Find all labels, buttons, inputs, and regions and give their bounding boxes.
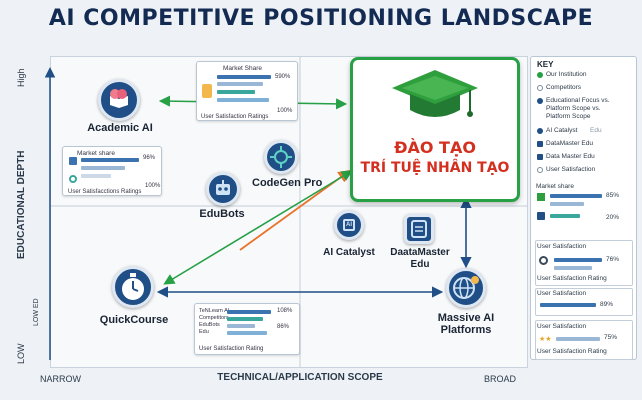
card-left-footer: User Satisfacctions Ratings xyxy=(68,189,142,195)
key-ms-v2: 20% xyxy=(606,214,620,221)
card-market-share-top: Market Share 590% 100% User Satisfaction… xyxy=(196,61,298,121)
node-ai-catalyst: AI Catalyst xyxy=(323,247,375,258)
key-item-datamaster: DataMaster Edu xyxy=(546,140,593,147)
ai-chip-icon: AI xyxy=(334,210,364,240)
card-bottom-value1: 108% xyxy=(277,308,293,314)
card-bottom-row3: EduBots xyxy=(199,322,220,328)
key-title: KEY xyxy=(537,60,554,69)
key-item-user-satisfaction: User Satisfaction xyxy=(546,166,596,173)
node-edubots: EduBots xyxy=(199,208,245,220)
key-us1-footer: User Satisfaction Rating xyxy=(537,275,607,282)
database-icon xyxy=(404,214,434,244)
node-codegen-pro: CodeGen Pro xyxy=(252,177,323,189)
card-satisfaction-bottom: TeNLearn AI Competitors EduBots Edu 108%… xyxy=(194,303,300,355)
card-bottom-row2: Competitors xyxy=(199,315,229,321)
chart-icon xyxy=(69,157,77,165)
key-us3-stars-icon: ★★ xyxy=(539,336,552,343)
key-item-our-institution: Our Institution xyxy=(546,71,587,78)
node-massive-line2: Platforms xyxy=(440,324,492,336)
card-bottom-row1: TeNLearn AI xyxy=(199,308,230,314)
node-dataamaster-line2: Edu xyxy=(410,259,430,270)
key-us1-v: 76% xyxy=(606,256,620,263)
key-ms-title: Market share xyxy=(536,183,574,190)
key-us3-footer: User Satisfaction Rating xyxy=(537,348,607,355)
x-axis-narrow: NARROW xyxy=(40,374,81,384)
arrow-quick-hero xyxy=(163,170,353,285)
key-item-ai-catalyst-sub: Edu xyxy=(590,127,602,134)
key-item-data-master: Data Master Edu xyxy=(546,153,595,160)
node-quickcourse: QuickCourse xyxy=(99,314,169,326)
card-left-value2: 100% xyxy=(145,183,161,189)
robot-icon xyxy=(206,172,240,206)
key-ms-cap-icon xyxy=(537,193,545,201)
key-ms-chart-icon xyxy=(537,212,545,220)
card-bottom-footer: User Satisfaction Rating xyxy=(199,346,264,352)
node-academic-ai: Academic AI xyxy=(87,122,153,134)
key-ms-v1: 85% xyxy=(606,192,620,199)
page-title: AI COMPETITIVE POSITIONING LANDSCAPE xyxy=(48,6,594,31)
circuit-icon xyxy=(264,140,298,174)
key-item-focus-a: Educational Focus vs. xyxy=(546,97,610,104)
brain-book-icon xyxy=(98,79,140,121)
card-left-title: Market share xyxy=(77,150,115,157)
key-us3-v: 75% xyxy=(604,334,618,341)
key-us2-card xyxy=(535,288,633,316)
key-us1-card xyxy=(535,240,633,286)
card-bottom-value2: 86% xyxy=(277,324,290,330)
our-institution-card: ĐÀO TẠO TRÍ TUỆ NHÂN TẠO xyxy=(350,57,520,202)
card-top-value2: 100% xyxy=(277,108,293,114)
key-item-ai-catalyst: AI Catalyst xyxy=(546,127,578,134)
globe-gear-icon xyxy=(446,268,486,308)
key-us2-title: User Satisfaction xyxy=(537,290,587,297)
key-us1-title: User Satisfaction xyxy=(537,243,587,250)
stopwatch-icon xyxy=(112,266,154,308)
y-axis-label: EDUCATIONAL DEPTH xyxy=(16,150,27,260)
card-top-value1: 590% xyxy=(275,74,291,80)
hero-line2: TRÍ TUỆ NHÂN TẠO xyxy=(360,160,510,176)
key-item-competitors: Competitors xyxy=(546,84,582,91)
graduation-cap-icon xyxy=(392,70,478,117)
people-icon xyxy=(202,84,212,98)
key-us1-gauge-icon xyxy=(539,256,548,265)
x-axis-label: TECHNICAL/APPLICATION SCOPE xyxy=(217,372,383,383)
x-axis-broad: BROAD xyxy=(484,374,517,384)
card-market-share-left: Market share 96% 100% User Satisfacction… xyxy=(62,146,162,196)
y-axis-low-ed: LOW ED xyxy=(33,298,40,326)
key-us3-title: User Satisfaction xyxy=(537,323,587,330)
node-massive-line1: Massive AI xyxy=(437,312,495,324)
key-us2-v: 89% xyxy=(600,301,614,308)
y-axis-high: High xyxy=(16,68,26,87)
gauge-icon xyxy=(69,175,77,183)
y-axis-low: LOW xyxy=(16,343,26,364)
key-item-focus-b: Platform Scope vs. xyxy=(546,105,601,112)
card-top-title: Market Share xyxy=(223,65,263,72)
hero-line1: ĐÀO TẠO xyxy=(394,138,476,157)
card-top-footer: User Satisfaction Ratings xyxy=(201,114,269,120)
node-dataamaster-line1: DaataMaster xyxy=(390,247,450,258)
card-bottom-row4: Edu xyxy=(199,329,209,335)
key-item-focus-c: Platform Scope xyxy=(546,113,591,120)
card-left-value1: 96% xyxy=(143,155,156,161)
